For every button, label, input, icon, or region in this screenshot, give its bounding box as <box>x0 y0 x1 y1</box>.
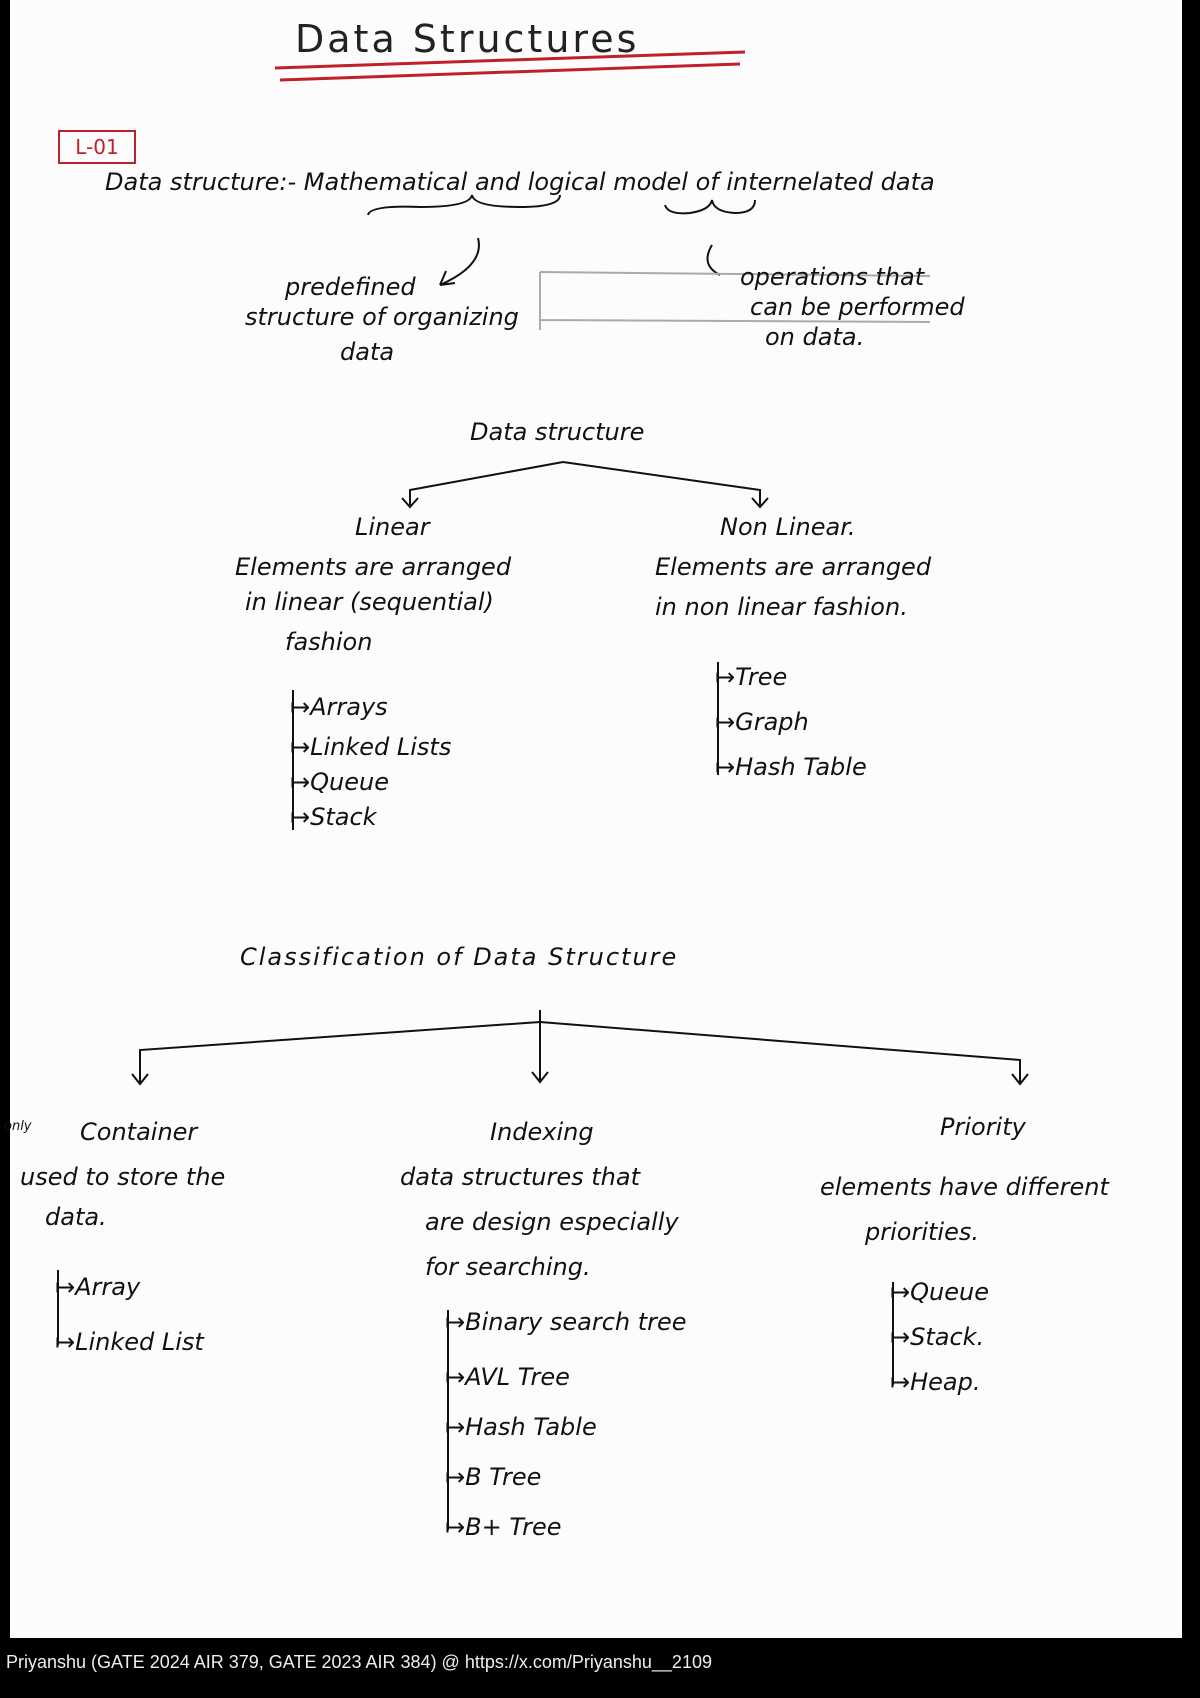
list-item: Linked Lists <box>290 735 451 759</box>
note-line: can be performed <box>750 293 965 321</box>
definition-label: Data structure:- <box>105 168 297 196</box>
priority-heading: Priority <box>940 1113 1026 1141</box>
desc-line: in non linear fashion. <box>655 593 908 621</box>
list-item: Queue <box>290 770 389 794</box>
list-item: Tree <box>715 665 787 689</box>
brace-logical <box>664 199 756 215</box>
definition-word: model of internelated data <box>613 168 935 196</box>
list-item: AVL Tree <box>445 1365 570 1389</box>
title-underline <box>274 50 746 70</box>
desc-line: Elements are arranged <box>655 553 932 581</box>
list-item: Queue <box>890 1280 989 1304</box>
list-item: Arrays <box>290 695 388 719</box>
desc-line: for searching. <box>425 1253 591 1281</box>
list-item: B+ Tree <box>445 1515 561 1539</box>
nonlinear-heading: Non Linear. <box>720 513 856 541</box>
list-item: Linked List <box>55 1330 204 1354</box>
arrow-to-predefined <box>439 237 480 286</box>
margin-note: only <box>4 1119 32 1134</box>
definition-word: logical <box>527 168 606 196</box>
desc-line: in linear (sequential) <box>245 588 494 616</box>
linear-heading: Linear <box>355 513 430 541</box>
definition-word: Mathematical <box>303 168 468 196</box>
desc-line: data. <box>45 1203 107 1231</box>
tree1-root: Data structure <box>470 418 645 446</box>
list-item: Array <box>55 1275 140 1299</box>
note-line: predefined <box>285 273 416 301</box>
tree2-branches <box>131 1010 1029 1086</box>
note-line: data <box>340 338 395 366</box>
definition-word: and <box>474 168 521 196</box>
desc-line: data structures that <box>400 1163 640 1191</box>
definition-line: Data structure:- Mathematical and logica… <box>105 170 935 194</box>
container-heading: Container <box>80 1118 198 1146</box>
note-line: operations that <box>740 263 925 291</box>
title-underline-2 <box>279 62 741 82</box>
indexing-heading: Indexing <box>490 1118 594 1146</box>
footer-credit: Priyanshu (GATE 2024 AIR 379, GATE 2023 … <box>6 1652 712 1672</box>
lecture-badge: L-01 <box>58 130 136 164</box>
list-item: Stack. <box>890 1325 984 1349</box>
list-item: Heap. <box>890 1370 980 1394</box>
tree1-branches <box>401 461 769 509</box>
list-item: Hash Table <box>445 1415 597 1439</box>
note-line: on data. <box>765 323 865 351</box>
desc-line: used to store the <box>20 1163 226 1191</box>
desc-line: are design especially <box>425 1208 679 1236</box>
list-item: Graph <box>715 710 809 734</box>
desc-line: fashion <box>285 628 373 656</box>
desc-line: elements have different <box>820 1173 1109 1201</box>
list-item: Hash Table <box>715 755 867 779</box>
note-line: structure of organizing <box>245 303 519 331</box>
faint-box <box>539 271 931 330</box>
desc-line: priorities. <box>865 1218 979 1246</box>
arrow-to-operations <box>706 244 721 276</box>
brace-mathematical <box>367 194 561 216</box>
tree2-root: Classification of Data Structure <box>240 943 679 971</box>
desc-line: Elements are arranged <box>235 553 512 581</box>
page-title: Data Structures <box>295 17 640 61</box>
list-item: Stack <box>290 805 376 829</box>
list-item: B Tree <box>445 1465 541 1489</box>
list-item: Binary search tree <box>445 1310 686 1334</box>
